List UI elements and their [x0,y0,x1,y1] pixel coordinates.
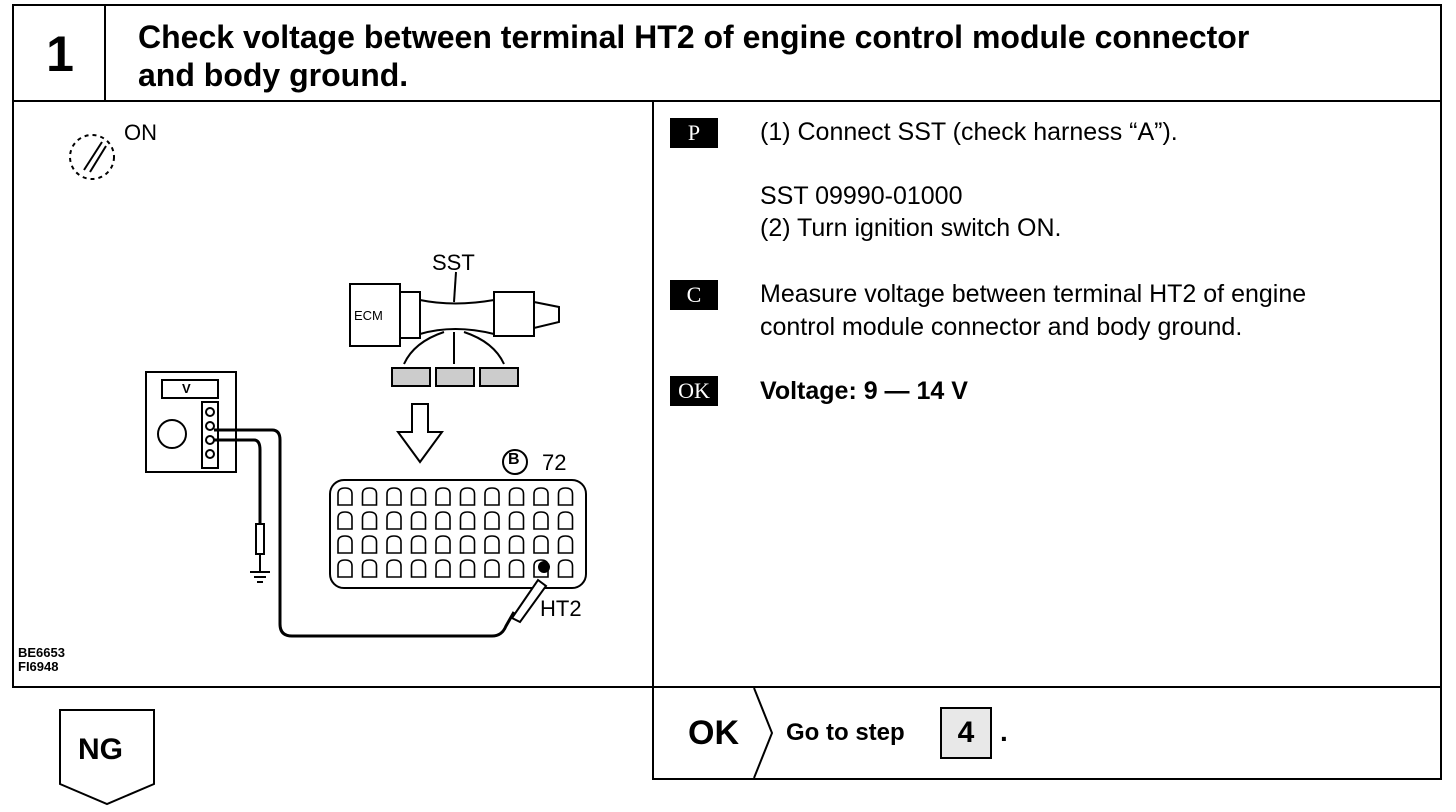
connector-b-circle [502,449,528,475]
step-title-line2: and body ground. [138,57,409,93]
go-to-step-text: Go to step [786,719,905,746]
connector-pin [484,487,500,506]
ignition-key-icon [69,134,115,180]
connector-pin [361,535,378,554]
connector-pin [361,511,378,530]
ok-chevron-icon [753,688,774,778]
ground-symbol-icon [250,523,270,583]
go-to-period: . [1000,716,1008,747]
sst-number: SST 09990-01000 [760,182,963,210]
meter-v-label: V [182,381,191,396]
connector-pin [386,511,402,530]
connector-pin [459,559,476,578]
step-title-line1: Check voltage between terminal HT2 of en… [138,19,1250,55]
connector-pin [508,487,525,506]
connector-pin [484,559,500,578]
connector-pin [337,559,353,578]
ok-result-label: OK [688,714,739,752]
connector-pin [435,535,451,554]
connector-pin [386,487,402,506]
check-badge: C [670,280,718,310]
ng-label: NG [78,733,123,766]
instruction-step1: (1) Connect SST (check harness “A”). [760,118,1178,146]
connector-pin [410,487,427,506]
ok-badge: OK [670,376,718,406]
instruction-step2: (2) Turn ignition switch ON. [760,214,1062,242]
body-box [12,100,1442,688]
connector-b-code: B [508,451,520,468]
connector-pin [410,511,427,530]
voltmeter-icon [145,371,237,473]
connector-pin [459,511,476,530]
right-edge [1440,686,1442,780]
connector-pin [337,511,353,530]
check-line2: control module connector and body ground… [760,313,1243,341]
connector-pin [484,511,500,530]
connector-pin [459,487,476,506]
ht2-probe [510,578,548,624]
connector-pin [508,535,525,554]
ht2-pin-dot [538,561,550,573]
wiring-illustration [69,134,587,638]
step-title: Check voltage between terminal HT2 of en… [138,18,1249,94]
connector-pin [508,511,525,530]
connector-pin [484,535,500,554]
connector-pin [533,487,549,506]
connector-pin [557,559,574,578]
connector-pin [410,559,427,578]
step-ref-number: 4 [957,716,975,749]
connector-pin-grid [337,487,574,578]
prepare-badge: P [670,118,718,148]
connector-pin [386,535,402,554]
sst-harness-icon [349,271,560,387]
connector-pin [361,559,378,578]
sst-label: SST [432,250,475,275]
figure-code-1: BE6653 [18,645,65,660]
connector-number-label: 72 [542,450,567,475]
connector-pin [508,559,525,578]
connector-pin [557,511,574,530]
step-number-divider [104,4,106,102]
connector-pin [337,535,353,554]
connector-pin [533,511,549,530]
connector-pin [386,559,402,578]
connector-pin [410,535,427,554]
connector-pin [459,535,476,554]
down-arrow-icon [396,403,444,464]
ok-voltage-spec: Voltage: 9 — 14 V [760,377,968,405]
probe-leads [214,428,516,638]
connector-pin [557,487,574,506]
figure-code-2: FI6948 [18,659,59,674]
connector-pin [435,511,451,530]
step-ref-box[interactable]: 4 [940,707,992,759]
body-divider [652,100,654,780]
check-line1: Measure voltage between terminal HT2 of … [760,280,1307,308]
ecm-label: ECM [354,308,383,323]
ht2-terminal-label: HT2 [540,596,582,621]
connector-pin [361,487,378,506]
connector-pin [557,535,574,554]
connector-pin [337,487,353,506]
connector-pin [435,559,451,578]
ignition-on-label: ON [124,120,157,145]
connector-pin [533,535,549,554]
step-number: 1 [46,26,74,82]
ng-pentagon [59,709,155,806]
connector-pin [435,487,451,506]
bottom-right-border [652,778,1442,780]
